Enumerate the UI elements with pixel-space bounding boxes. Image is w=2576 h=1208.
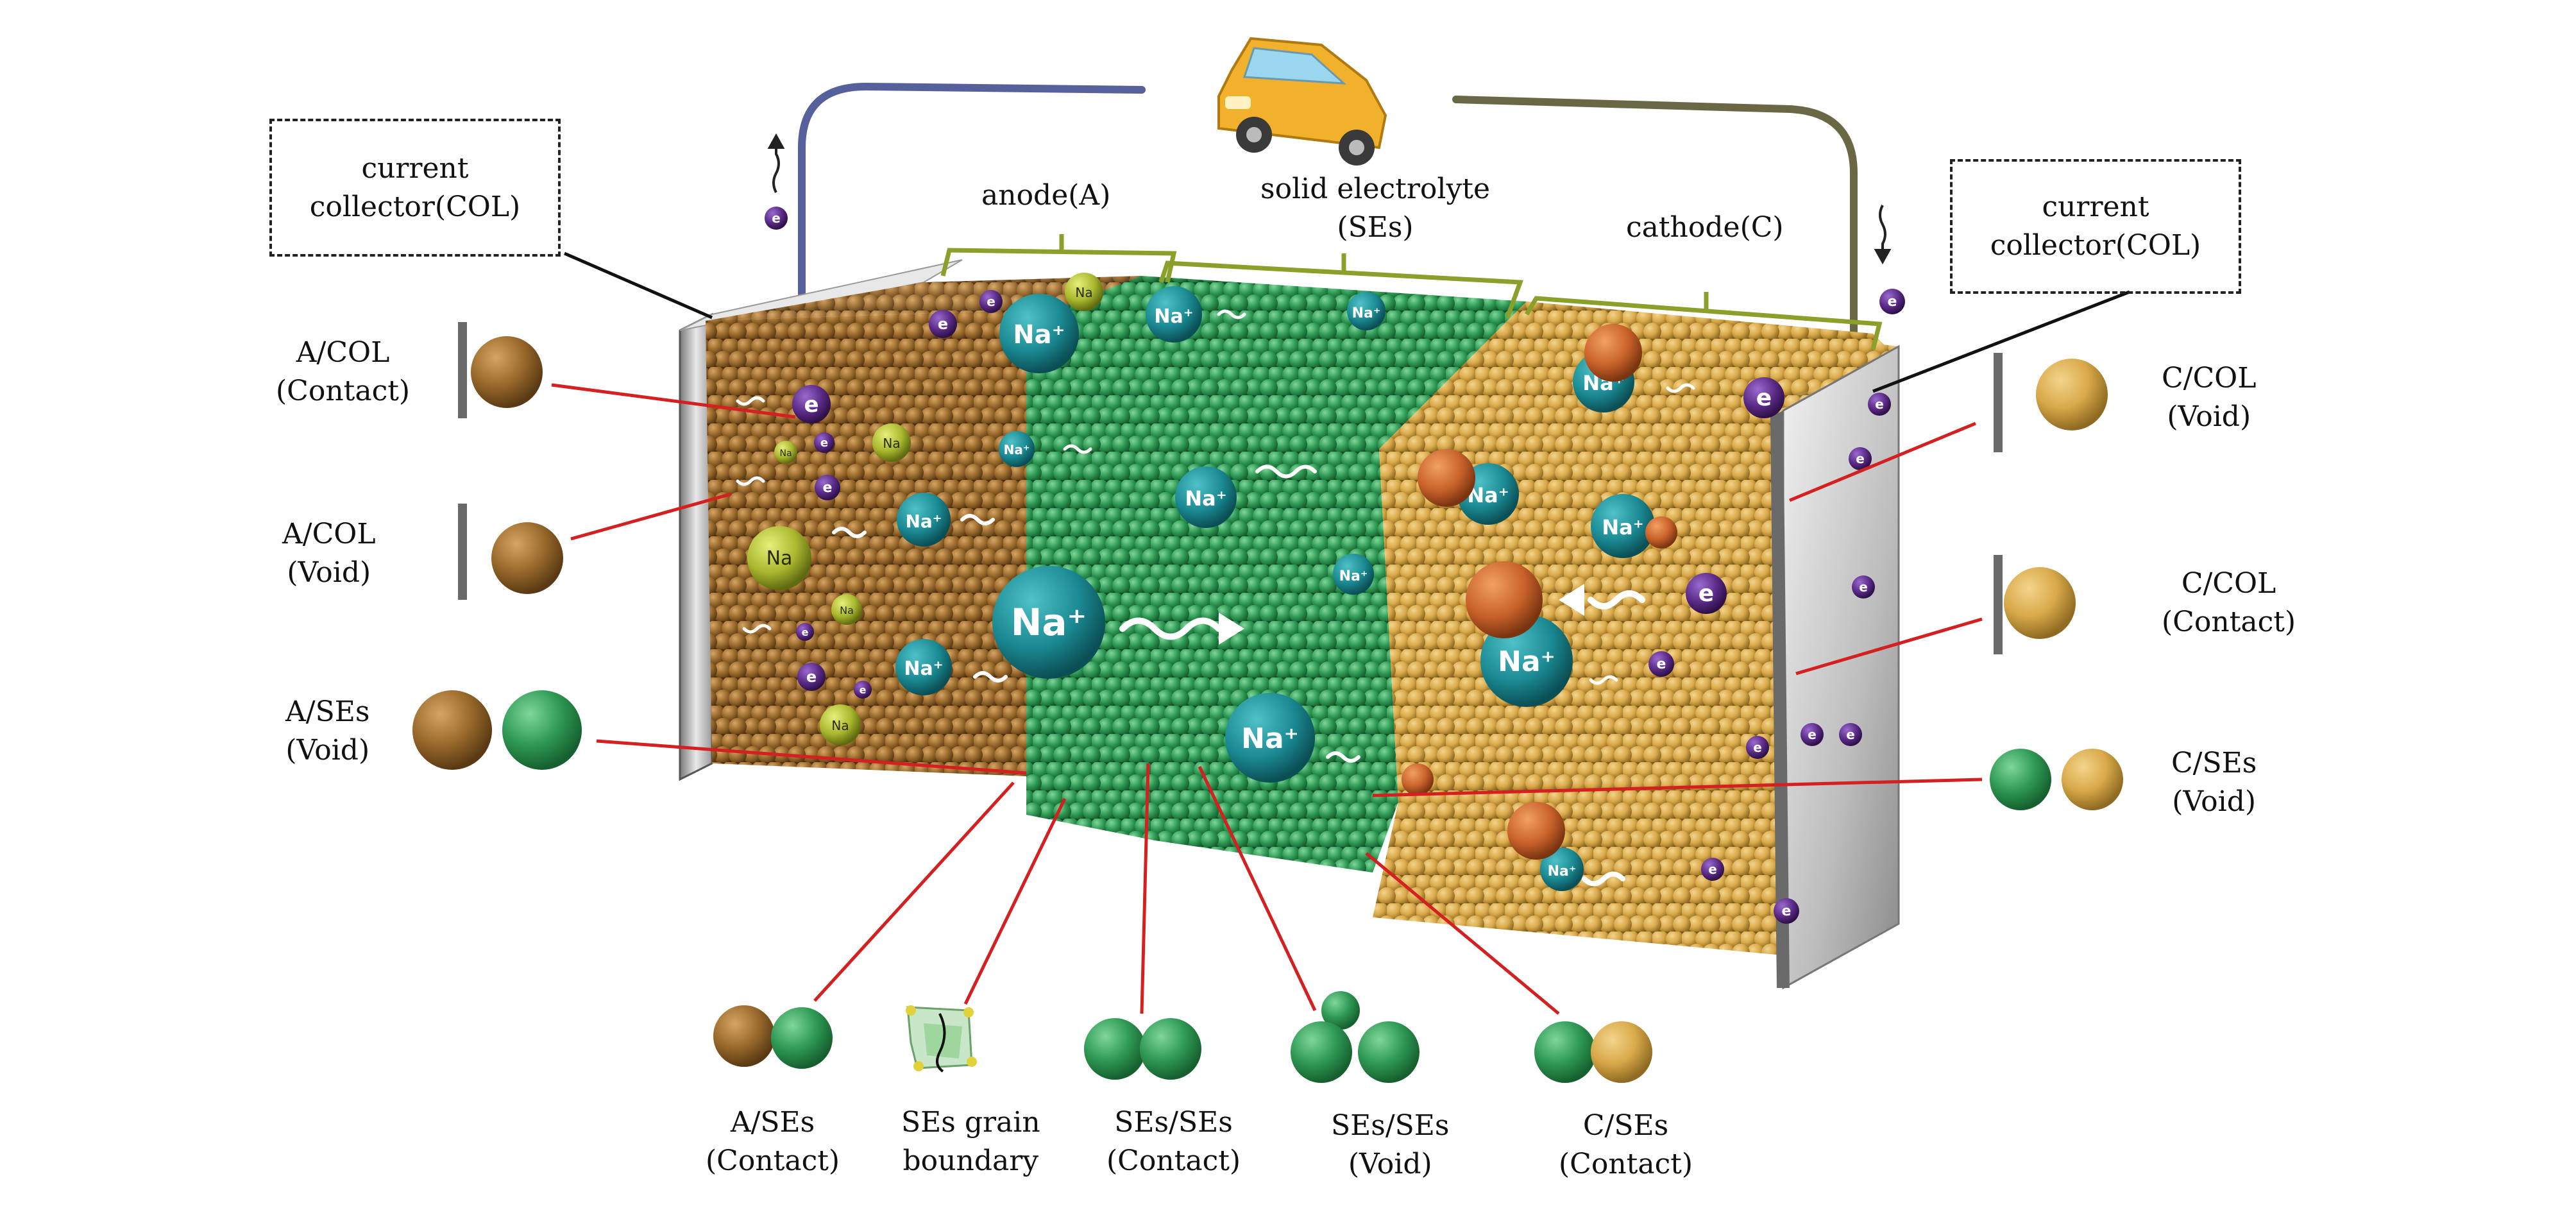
c-ses-void-label: C/SEs (Void) bbox=[2171, 747, 2257, 818]
svg-text:e: e bbox=[938, 315, 948, 333]
svg-text:Na⁺: Na⁺ bbox=[905, 511, 942, 532]
car-icon bbox=[1217, 37, 1387, 166]
svg-text:e: e bbox=[1846, 727, 1855, 742]
na-atom-group: Na Na Na Na Na Na bbox=[747, 273, 1103, 745]
wire-left bbox=[798, 82, 1146, 305]
svg-text:Na⁺: Na⁺ bbox=[904, 658, 943, 680]
legend-c-col-void bbox=[1994, 353, 2108, 452]
svg-text:e: e bbox=[1756, 385, 1772, 411]
svg-text:Na: Na bbox=[883, 436, 900, 451]
svg-text:e: e bbox=[804, 392, 818, 418]
svg-text:Na⁺: Na⁺ bbox=[1185, 486, 1226, 511]
svg-text:Na: Na bbox=[1075, 285, 1092, 300]
anode-label: anode(A) bbox=[981, 179, 1111, 212]
legend-a-col-contact bbox=[458, 322, 543, 418]
region-brackets bbox=[940, 234, 1883, 350]
svg-text:Na⁺: Na⁺ bbox=[1013, 320, 1065, 350]
current-collector-left-label: current collector(COL) bbox=[269, 119, 561, 257]
svg-text:e: e bbox=[1657, 656, 1666, 672]
anode-region bbox=[706, 308, 1090, 776]
a-col-contact-label: A/COL (Contact) bbox=[276, 336, 411, 407]
svg-text:e: e bbox=[1753, 740, 1762, 755]
current-collector-right-label: current collector(COL) bbox=[1950, 159, 2241, 294]
ion-flow-arrows bbox=[736, 309, 1695, 887]
legend-ses-grain-boundary bbox=[906, 1005, 977, 1073]
right-collector-plate bbox=[1782, 345, 1900, 990]
svg-text:e: e bbox=[1782, 903, 1792, 919]
svg-text:Na: Na bbox=[840, 604, 854, 617]
svg-text:e: e bbox=[1856, 451, 1865, 466]
svg-text:e: e bbox=[1888, 294, 1897, 310]
electron-group: e e e e e e e e e e e e e e e e e e e e … bbox=[765, 207, 1905, 924]
electrolyte-region bbox=[1026, 276, 1527, 872]
legend-a-ses-void bbox=[412, 690, 582, 770]
svg-text:Na⁺: Na⁺ bbox=[1154, 305, 1193, 328]
svg-text:e: e bbox=[806, 668, 817, 686]
svg-text:Na: Na bbox=[779, 448, 792, 459]
ses-ses-void-label: SEs/SEs (Void) bbox=[1331, 1109, 1450, 1180]
collector-pointers bbox=[564, 251, 2130, 393]
svg-text:e: e bbox=[1708, 862, 1717, 877]
legend-c-col-contact bbox=[1994, 555, 2076, 654]
svg-text:e: e bbox=[1808, 727, 1817, 742]
svg-text:Na⁺: Na⁺ bbox=[1548, 863, 1577, 880]
ses-grain-boundary-label: SEs grain boundary bbox=[901, 1106, 1040, 1177]
svg-text:e: e bbox=[772, 210, 781, 226]
wire-right bbox=[1452, 96, 1858, 363]
electron-arrow-icon bbox=[767, 133, 1892, 265]
electrolyte-label: solid electrolyte (SEs) bbox=[1260, 173, 1491, 244]
svg-text:e: e bbox=[823, 480, 833, 496]
svg-text:Na⁺: Na⁺ bbox=[1352, 305, 1381, 321]
svg-text:Na⁺: Na⁺ bbox=[1004, 442, 1030, 457]
svg-text:Na: Na bbox=[767, 547, 793, 570]
svg-text:Na⁺: Na⁺ bbox=[1602, 515, 1643, 540]
legend-c-ses-contact bbox=[1534, 1021, 1652, 1083]
cathode-orange-particles bbox=[1402, 324, 1677, 860]
svg-text:Na⁺: Na⁺ bbox=[1498, 645, 1555, 678]
svg-text:e: e bbox=[987, 294, 996, 309]
svg-text:e: e bbox=[1875, 396, 1884, 412]
legend-ses-ses-void bbox=[1291, 991, 1419, 1083]
ses-ses-contact-label: SEs/SEs (Contact) bbox=[1106, 1106, 1241, 1177]
c-col-contact-label: C/COL (Contact) bbox=[2162, 567, 2296, 638]
legend-a-ses-contact bbox=[713, 1005, 833, 1069]
svg-text:Na⁺: Na⁺ bbox=[1467, 483, 1509, 507]
a-ses-contact-label: A/SEs (Contact) bbox=[706, 1106, 840, 1177]
svg-text:e: e bbox=[860, 684, 867, 696]
c-ses-contact-label: C/SEs (Contact) bbox=[1559, 1109, 1693, 1180]
c-col-void-label: C/COL (Void) bbox=[2162, 362, 2257, 433]
svg-text:e: e bbox=[820, 436, 828, 450]
cathode-label: cathode(C) bbox=[1626, 211, 1784, 244]
legend-ses-ses-contact bbox=[1084, 1018, 1201, 1080]
a-col-void-label: A/COL (Void) bbox=[282, 518, 376, 589]
svg-text:Na: Na bbox=[831, 718, 849, 733]
a-ses-void-label: A/SEs (Void) bbox=[285, 695, 370, 767]
legend-a-col-void bbox=[458, 504, 563, 600]
legend-c-ses-void bbox=[1990, 749, 2123, 810]
svg-text:e: e bbox=[802, 626, 809, 638]
svg-text:e: e bbox=[1859, 579, 1868, 595]
svg-text:Na⁺: Na⁺ bbox=[1241, 722, 1299, 755]
svg-text:e: e bbox=[1699, 581, 1714, 607]
svg-text:Na⁺: Na⁺ bbox=[1011, 600, 1087, 644]
svg-text:Na⁺: Na⁺ bbox=[1339, 568, 1368, 584]
leader-lines bbox=[551, 383, 1983, 1015]
